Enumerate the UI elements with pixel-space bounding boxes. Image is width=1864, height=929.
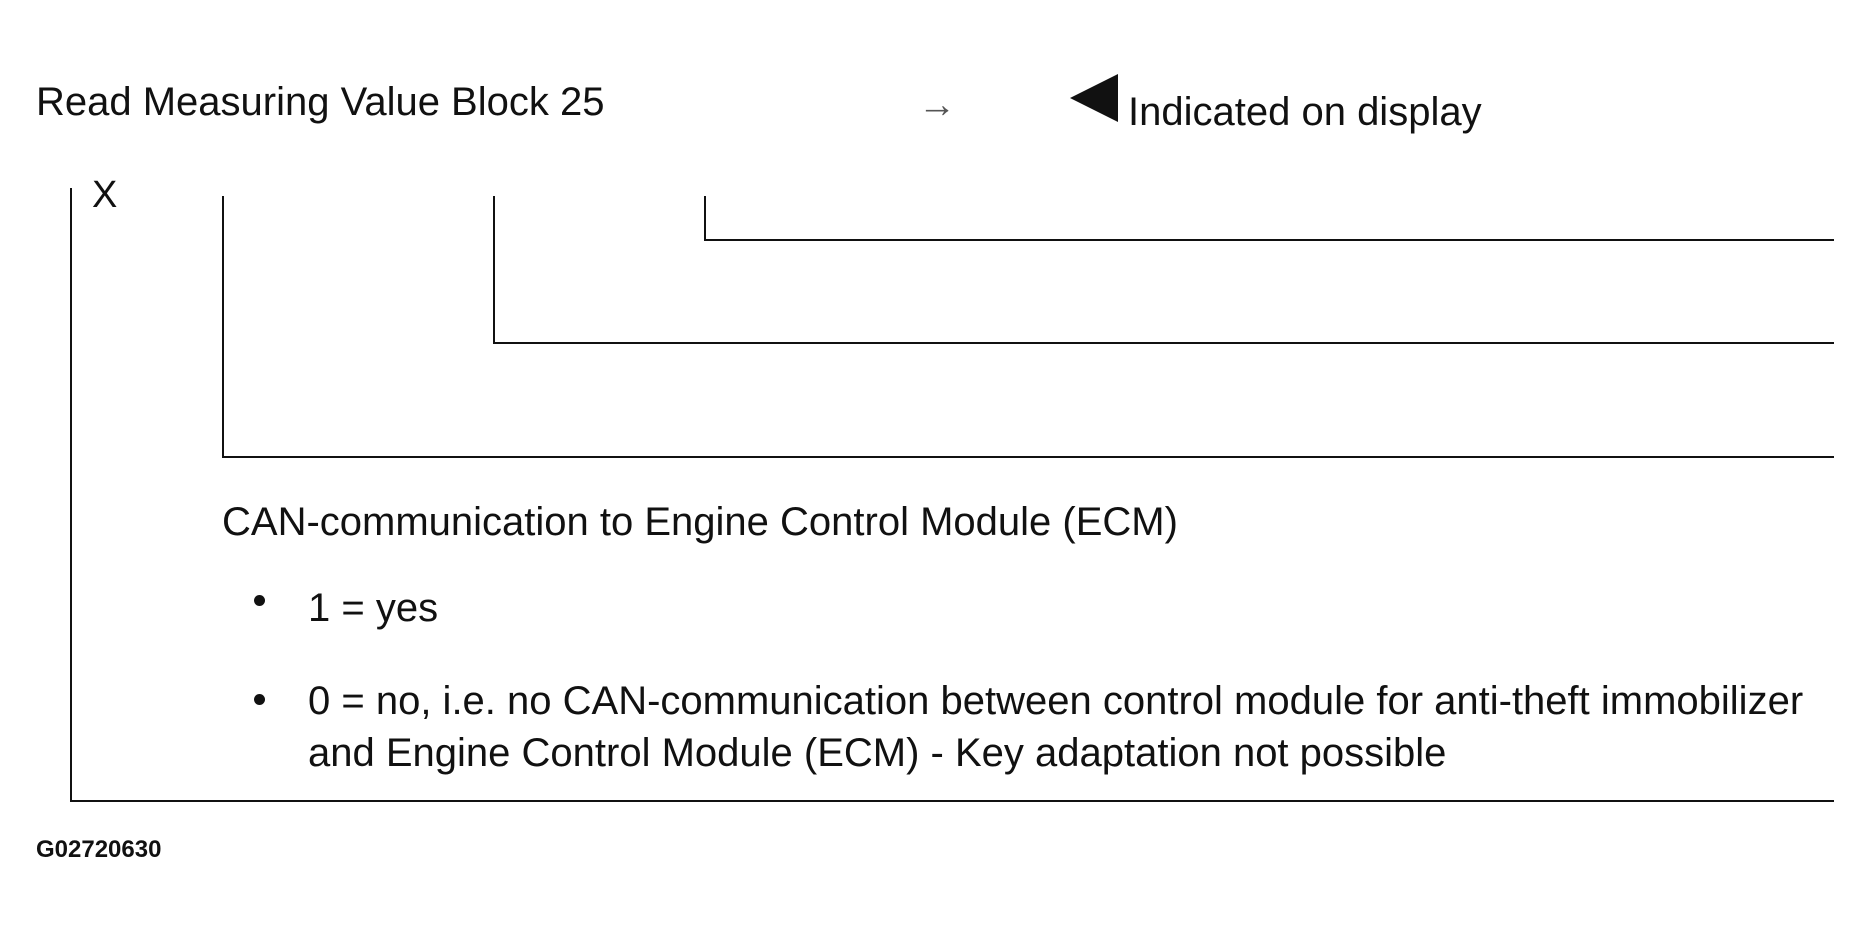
- indicator-label: Indicated on display: [1128, 90, 1482, 134]
- arrow-right-icon: →: [918, 84, 956, 126]
- field-x-vertical-line: [70, 188, 72, 802]
- figure-id: G02720630: [36, 836, 162, 863]
- list-item-line: 0 = no, i.e. no CAN-communication betwee…: [308, 679, 1804, 723]
- display-indicator-icon: [1070, 74, 1118, 122]
- field-3-vertical-line: [704, 196, 706, 241]
- field-3-horizontal-line: [704, 239, 1834, 241]
- field-x-bottom-line: [70, 800, 1834, 802]
- list-item: 1 = yes: [308, 586, 439, 630]
- field-marker: X: [92, 174, 118, 216]
- field-description: CAN-communication to Engine Control Modu…: [222, 500, 1178, 544]
- field-2-vertical-line: [493, 196, 495, 344]
- field-1-vertical-line: [222, 196, 224, 458]
- bullet-icon: [254, 595, 265, 606]
- list-item-line: and Engine Control Module (ECM) - Key ad…: [308, 731, 1447, 775]
- field-2-horizontal-line: [493, 342, 1834, 344]
- field-1-horizontal-line: [222, 456, 1834, 458]
- bullet-icon: [254, 694, 265, 705]
- block-heading: Read Measuring Value Block 25: [36, 80, 605, 124]
